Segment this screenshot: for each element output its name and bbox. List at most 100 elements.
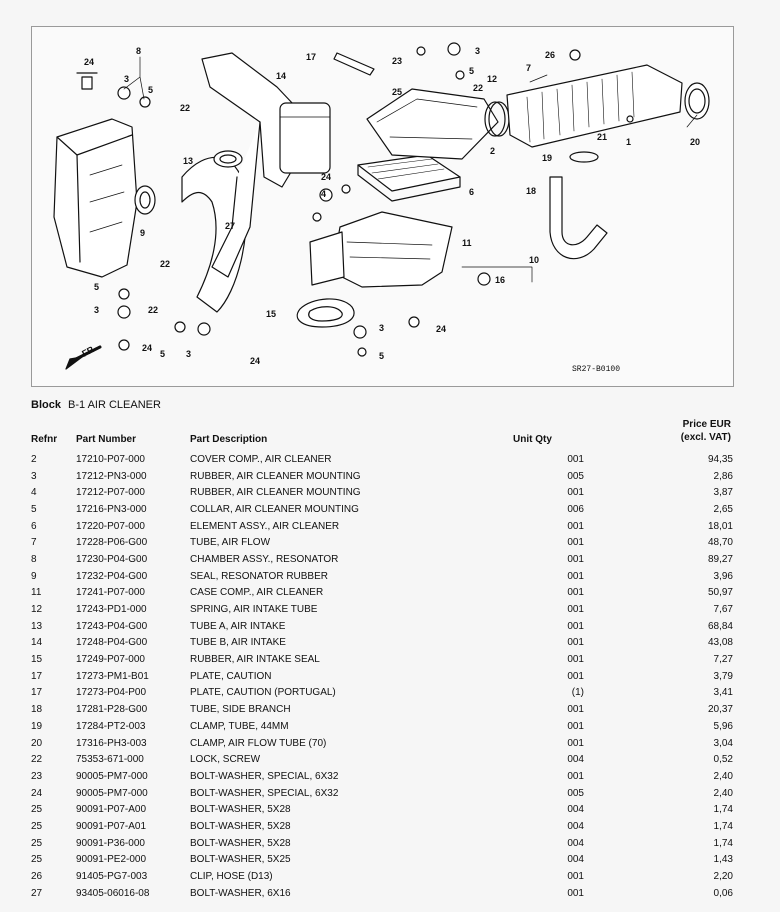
diagram-callout: 24	[321, 172, 331, 182]
cell-unit-qty: 001	[567, 537, 584, 549]
cell-unit-qty: 001	[567, 670, 584, 682]
cell-refnr: 5	[31, 503, 37, 515]
diagram-callout: 12	[487, 74, 497, 84]
col-header-price-line1: Price EUR	[682, 419, 731, 430]
cell-refnr: 24	[31, 787, 43, 799]
parts-table: 2 17210-P07-000 COVER COMP., AIR CLEANER 00…	[31, 451, 733, 902]
diagram-callout: 15	[266, 309, 276, 319]
cell-description: BOLT-WASHER, 6X16	[190, 887, 291, 899]
cell-refnr: 25	[31, 820, 43, 832]
diagram-callout: 4	[321, 189, 326, 199]
cell-price: 1,74	[713, 804, 733, 816]
cell-refnr: 9	[31, 570, 37, 582]
cell-price: 3,79	[713, 670, 733, 682]
cell-description: ELEMENT ASSY., AIR CLEANER	[190, 520, 340, 532]
diagram-callout: 17	[306, 52, 316, 62]
cell-refnr: 4	[31, 487, 37, 499]
cell-description: CLAMP, TUBE, 44MM	[190, 720, 289, 732]
cell-unit-qty: 001	[567, 553, 584, 565]
cell-part-number: 17216-PN3-000	[76, 503, 147, 515]
diagram-callout: 5	[160, 349, 165, 359]
diagram-callout: 3	[94, 305, 99, 315]
diagram-callout: 22	[148, 305, 158, 315]
cell-price: 89,27	[707, 553, 733, 565]
cell-part-number: 90091-P07-A00	[76, 804, 147, 816]
diagram-callout: 3	[186, 349, 191, 359]
cell-unit-qty: 005	[567, 787, 584, 799]
cell-part-number: 17220-P07-000	[76, 520, 145, 532]
cell-price: 1,43	[713, 854, 733, 866]
col-header-refnr: Refnr	[31, 434, 58, 445]
cell-description: LOCK, SCREW	[190, 754, 261, 766]
diagram-callout: 5	[379, 351, 384, 361]
cell-refnr: 15	[31, 654, 43, 666]
cell-price: 2,40	[713, 787, 733, 799]
cell-price: 68,84	[707, 620, 733, 632]
diagram-callout: 2	[490, 146, 495, 156]
cell-description: TUBE A, AIR INTAKE	[190, 620, 286, 632]
cell-price: 3,04	[713, 737, 733, 749]
diagram-callout: 24	[250, 356, 260, 366]
parts-diagram: 24 8 3 5 22 14 17 23 3 5 12 7 26 25 22 2…	[31, 26, 734, 387]
diagram-callout: 22	[160, 259, 170, 269]
cell-refnr: 11	[31, 587, 42, 599]
cell-price: 20,37	[707, 704, 733, 716]
diagram-callout: 24	[84, 57, 94, 67]
table-row: 6 17220-P07-000 ELEMENT ASSY., AIR CLEANER…	[31, 518, 733, 535]
cell-unit-qty: 001	[567, 620, 584, 632]
cell-part-number: 17316-PH3-003	[76, 737, 147, 749]
diagram-callout: 3	[124, 74, 129, 84]
cell-price: 7,27	[713, 654, 733, 666]
cell-description: BOLT-WASHER, 5X25	[190, 854, 291, 866]
diagram-callout: 23	[392, 56, 402, 66]
cell-unit-qty: 001	[567, 720, 584, 732]
cell-unit-qty: 004	[567, 754, 584, 766]
cell-refnr: 3	[31, 470, 37, 482]
block-heading: Block B-1 AIR CLEANER	[31, 399, 161, 411]
parts-table-body: 2 17210-P07-000 COVER COMP., AIR CLEANER 00…	[31, 451, 733, 902]
cell-price: 50,97	[707, 587, 733, 599]
cell-description: RUBBER, AIR CLEANER MOUNTING	[190, 470, 361, 482]
cell-refnr: 6	[31, 520, 37, 532]
diagram-callout: 27	[225, 221, 235, 231]
cell-unit-qty: (1)	[571, 687, 584, 699]
cell-part-number: 90005-PM7-000	[76, 770, 148, 782]
diagram-callout: 25	[392, 87, 402, 97]
cell-part-number: 17228-P06-G00	[76, 537, 148, 549]
diagram-callout: 26	[545, 50, 555, 60]
cell-description: RUBBER, AIR CLEANER MOUNTING	[190, 487, 361, 499]
diagram-callout: 24	[436, 324, 446, 334]
diagram-callout: 3	[379, 323, 384, 333]
cell-unit-qty: 004	[567, 820, 584, 832]
cell-part-number: 17249-P07-000	[76, 654, 145, 666]
block-label: Block	[31, 399, 61, 411]
cell-description: COVER COMP., AIR CLEANER	[190, 453, 332, 465]
diagram-callout: 20	[690, 137, 700, 147]
cell-part-number: 17243-PD1-000	[76, 604, 147, 616]
cell-description: TUBE B, AIR INTAKE	[190, 637, 286, 649]
cell-unit-qty: 001	[567, 871, 584, 883]
cell-unit-qty: 001	[567, 737, 584, 749]
cell-part-number: 17210-P07-000	[76, 453, 145, 465]
cell-price: 0,06	[713, 887, 733, 899]
diagram-callout: 9	[140, 228, 145, 238]
cell-refnr: 2	[31, 453, 37, 465]
cell-price: 1,74	[713, 837, 733, 849]
cell-refnr: 19	[31, 720, 43, 732]
cell-unit-qty: 001	[567, 570, 584, 582]
cell-unit-qty: 004	[567, 837, 584, 849]
diagram-callout: 10	[529, 255, 539, 265]
